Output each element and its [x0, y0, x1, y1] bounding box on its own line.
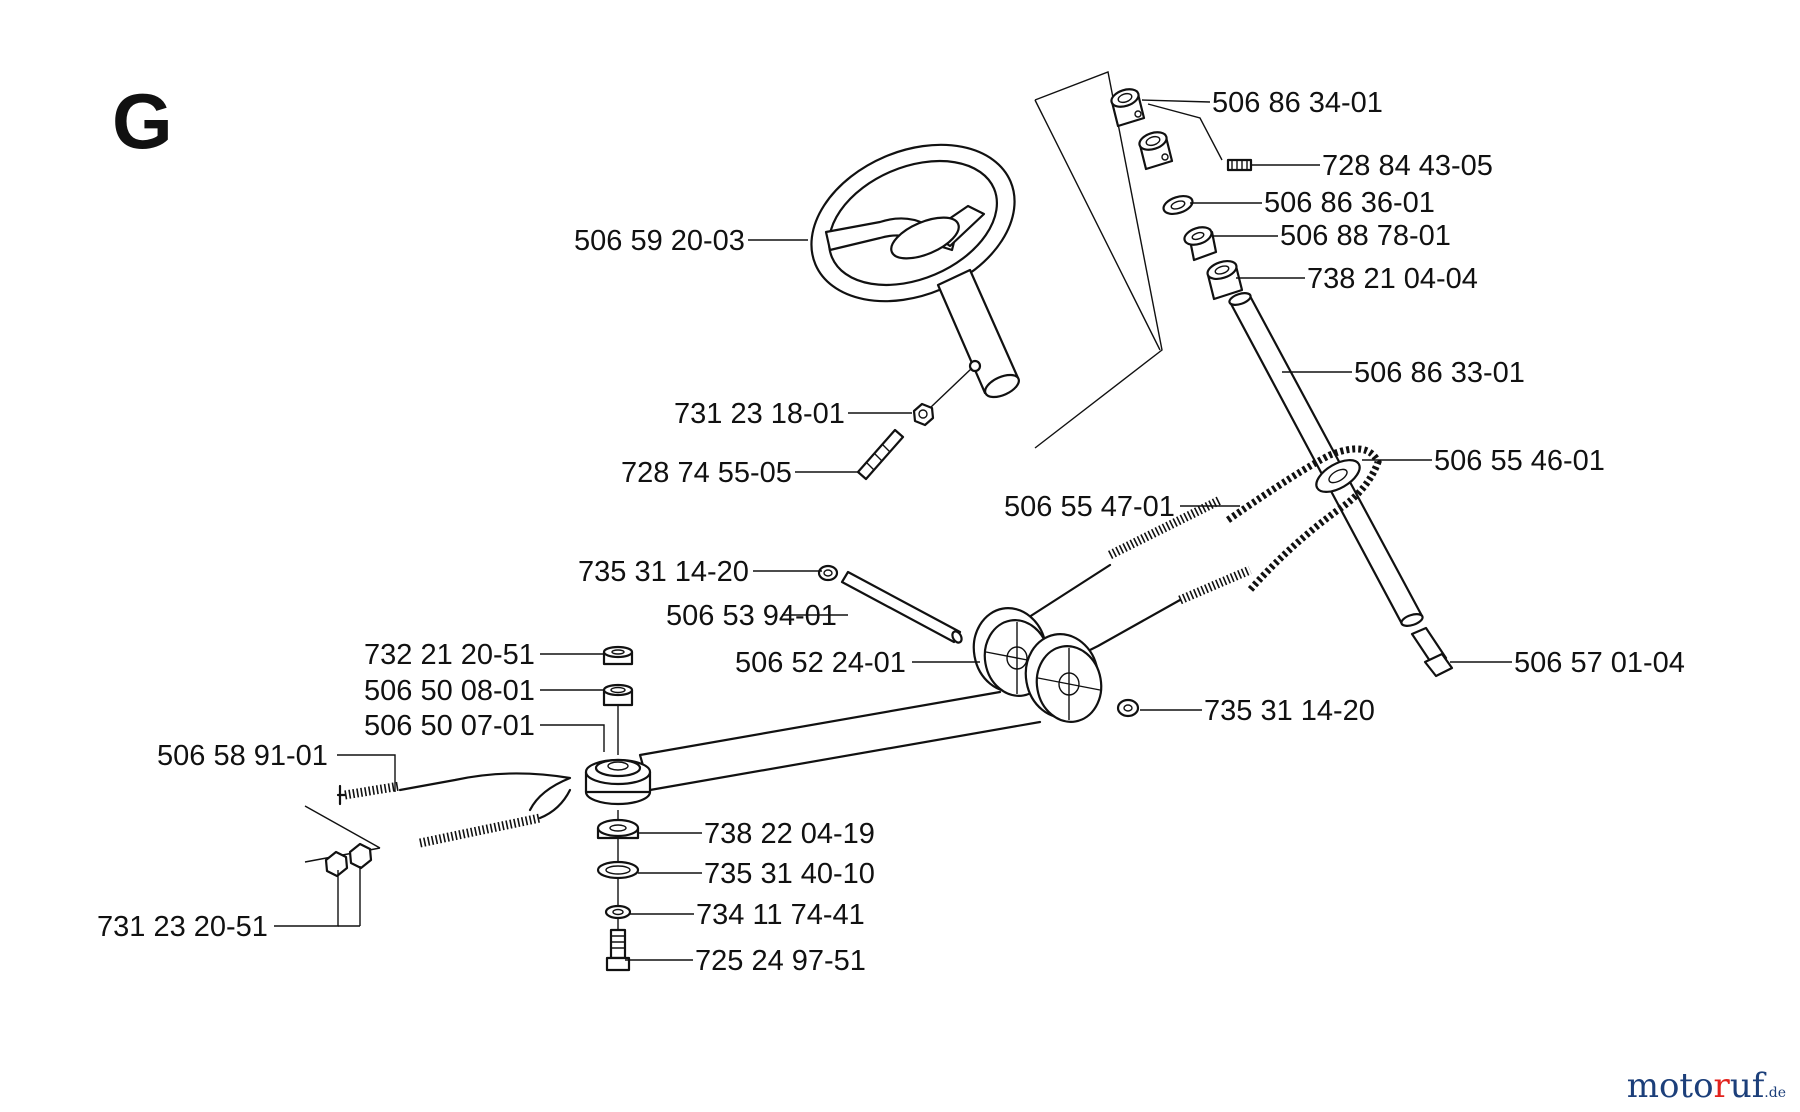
part-label: 738 21 04-04	[1307, 263, 1478, 295]
tie-rod-nut-2	[348, 842, 373, 870]
part-label: 506 57 01-04	[1514, 647, 1685, 679]
part-label: 506 52 24-01	[735, 647, 906, 679]
drive-chain	[1226, 445, 1382, 593]
tie-rod-nut-1	[324, 850, 349, 878]
part-label: 732 21 20-51	[364, 639, 535, 671]
flange-bushing	[1183, 226, 1218, 262]
part-label: 506 86 36-01	[1264, 187, 1435, 219]
collar-lower	[1138, 131, 1174, 171]
set-screw	[1226, 158, 1253, 172]
part-label: 728 84 43-05	[1322, 150, 1493, 182]
bearing	[596, 818, 640, 840]
part-label: 506 86 34-01	[1212, 87, 1383, 119]
pivot-spacer	[602, 683, 634, 707]
hex-bolt	[1410, 626, 1454, 678]
site-watermark-logo: motoruf.de	[1626, 1066, 1786, 1106]
part-label: 506 55 46-01	[1434, 445, 1605, 477]
part-label: 734 11 74-41	[696, 899, 865, 931]
set-screw-link	[1147, 103, 1223, 161]
part-label: 731 23 18-01	[674, 398, 845, 430]
collar-top	[1110, 88, 1146, 128]
steering-wheel	[810, 143, 1016, 303]
part-label: 506 53 94-01	[666, 600, 837, 632]
hex-nut	[912, 402, 935, 427]
bushing	[1206, 259, 1244, 301]
part-label: 506 88 78-01	[1280, 220, 1451, 252]
part-label: 735 31 14-20	[578, 556, 749, 588]
part-label: 506 55 47-01	[1004, 491, 1175, 523]
circlip	[596, 860, 640, 880]
tie-rod-upper	[398, 772, 572, 812]
part-label: 506 50 07-01	[364, 710, 535, 742]
washer	[1162, 194, 1194, 216]
part-label: 735 31 14-20	[1204, 695, 1375, 727]
axle-pin	[840, 570, 963, 644]
part-label: 731 23 20-51	[97, 911, 268, 943]
part-label: 506 59 20-03	[574, 225, 745, 257]
e-clip-right	[1116, 698, 1140, 718]
part-label: 506 58 91-01	[157, 740, 328, 772]
part-label: 725 24 97-51	[695, 945, 866, 977]
part-labels: 506 86 34-01 728 84 43-05 506 86 36-01 5…	[97, 87, 1685, 977]
pivot-washer	[604, 904, 632, 920]
part-label: 735 31 40-10	[704, 858, 875, 890]
leader-lines	[274, 99, 1512, 961]
part-label: 506 86 33-01	[1354, 357, 1525, 389]
pitman-arm	[638, 690, 1042, 792]
sprocket	[1315, 459, 1361, 493]
pivot-nut	[602, 645, 634, 666]
pivot-wheel	[584, 758, 652, 806]
pivot-bolt	[605, 928, 631, 972]
tie-rod-lower	[538, 788, 572, 820]
steering-shaft	[936, 268, 1020, 399]
column-enclosure-edge	[1034, 99, 1161, 351]
part-label: 728 74 55-05	[621, 457, 792, 489]
part-label: 506 50 08-01	[364, 675, 535, 707]
section-letter: G	[112, 77, 173, 165]
part-label: 738 22 04-19	[704, 818, 875, 850]
column-enclosure-outline	[1034, 71, 1163, 449]
e-clip-top	[817, 564, 839, 582]
pulley-right	[1024, 633, 1103, 723]
threaded-bolt	[856, 428, 905, 481]
